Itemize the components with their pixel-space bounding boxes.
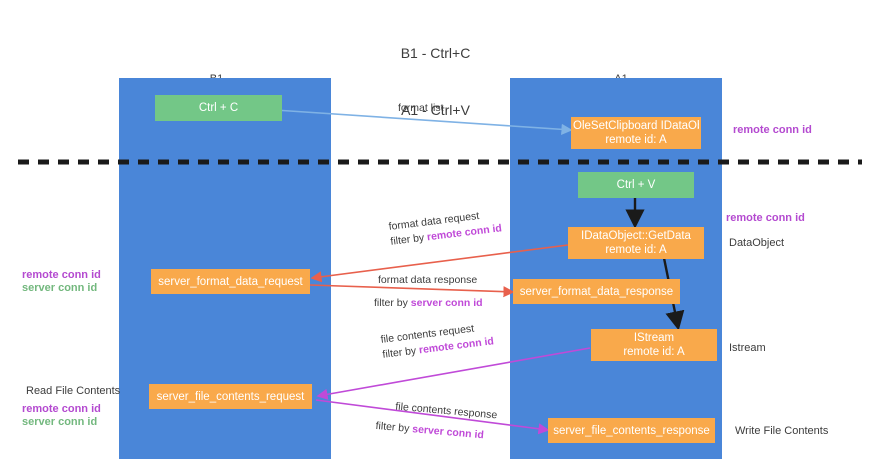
- filter-prefix-2: filter by: [374, 297, 411, 309]
- node-file-resp-label: server_file_contents_response: [553, 424, 710, 437]
- filter-prefix-3: filter by: [381, 344, 420, 361]
- node-idataobject-top[interactable]: OleSetClipboard IDataObject remote id: A: [571, 117, 701, 149]
- edge-label-format-data-response-filter: filter by server conn id: [374, 297, 483, 310]
- annot-dataobject: DataObject: [729, 237, 785, 249]
- filter-prefix-4: filter by: [375, 419, 413, 436]
- node-fmt-req-label: server_format_data_request: [158, 275, 303, 288]
- node-idataobject-getdata[interactable]: IDataObject::GetData remote id: A: [568, 227, 704, 259]
- annot-remote-conn-id-mid: remote conn id: [726, 212, 805, 224]
- node-idataobject-top-line2: remote id: A: [605, 134, 667, 146]
- node-server-format-data-request[interactable]: server_format_data_request: [151, 269, 310, 294]
- node-file-req-label: server_file_contents_request: [156, 390, 305, 403]
- annot-write-file-contents: Write File Contents: [735, 425, 829, 437]
- node-ctrl-v-label: Ctrl + V: [616, 179, 656, 191]
- annot-remote-conn-id-top: remote conn id: [733, 124, 812, 136]
- edge-label-format-data-response: format data response: [378, 274, 478, 286]
- node-server-file-contents-request[interactable]: server_file_contents_request: [149, 384, 312, 409]
- annot-remote-conn-id-left-2: remote conn id: [22, 403, 101, 415]
- node-server-format-data-response[interactable]: server_format_data_response: [513, 279, 680, 304]
- annot-server-conn-id-left-2: server conn id: [22, 416, 98, 428]
- filter-key-server-conn-id-1: server conn id: [410, 297, 483, 309]
- node-getdata-line1: IDataObject::GetData: [581, 230, 691, 242]
- node-istream-line2: remote id: A: [623, 346, 685, 358]
- node-server-file-contents-response[interactable]: server_file_contents_response: [548, 418, 715, 443]
- filter-key-server-conn-id-2: server conn id: [411, 423, 485, 442]
- annot-server-conn-id-left-1: server conn id: [22, 282, 98, 294]
- edge-label-file-contents-response-group: file contents response filter by server …: [375, 399, 498, 443]
- node-idataobject-top-line1: OleSetClipboard IDataObject: [573, 120, 699, 132]
- node-ctrl-v[interactable]: Ctrl + V: [578, 172, 694, 198]
- annot-istream: Istream: [729, 342, 766, 354]
- annot-read-file-contents: Read File Contents: [26, 385, 121, 397]
- node-getdata-line2: remote id: A: [605, 244, 667, 256]
- edge-label-file-contents-request-group: file contents request filter by remote c…: [380, 320, 495, 361]
- node-fmt-resp-label: server_format_data_response: [519, 285, 674, 298]
- edge-label-file-contents-response-filter: filter by server conn id: [375, 420, 496, 443]
- node-istream-line1: IStream: [633, 332, 675, 344]
- node-ctrl-c[interactable]: Ctrl + C: [155, 95, 282, 121]
- filter-prefix-1: filter by: [389, 231, 428, 248]
- edge-label-format-data-request-group: format data request filter by remote con…: [388, 207, 503, 248]
- node-istream[interactable]: IStream remote id: A: [591, 329, 717, 361]
- node-ctrl-c-label: Ctrl + C: [198, 102, 239, 114]
- edge-label-file-contents-response: file contents response: [394, 400, 498, 422]
- edge-label-format-list: format list: [398, 102, 444, 114]
- title-line-1: B1 - Ctrl+C: [400, 45, 471, 61]
- edge-label-format-data-response-group: format data response filter by server co…: [374, 274, 483, 310]
- annot-remote-conn-id-left-1: remote conn id: [22, 269, 101, 281]
